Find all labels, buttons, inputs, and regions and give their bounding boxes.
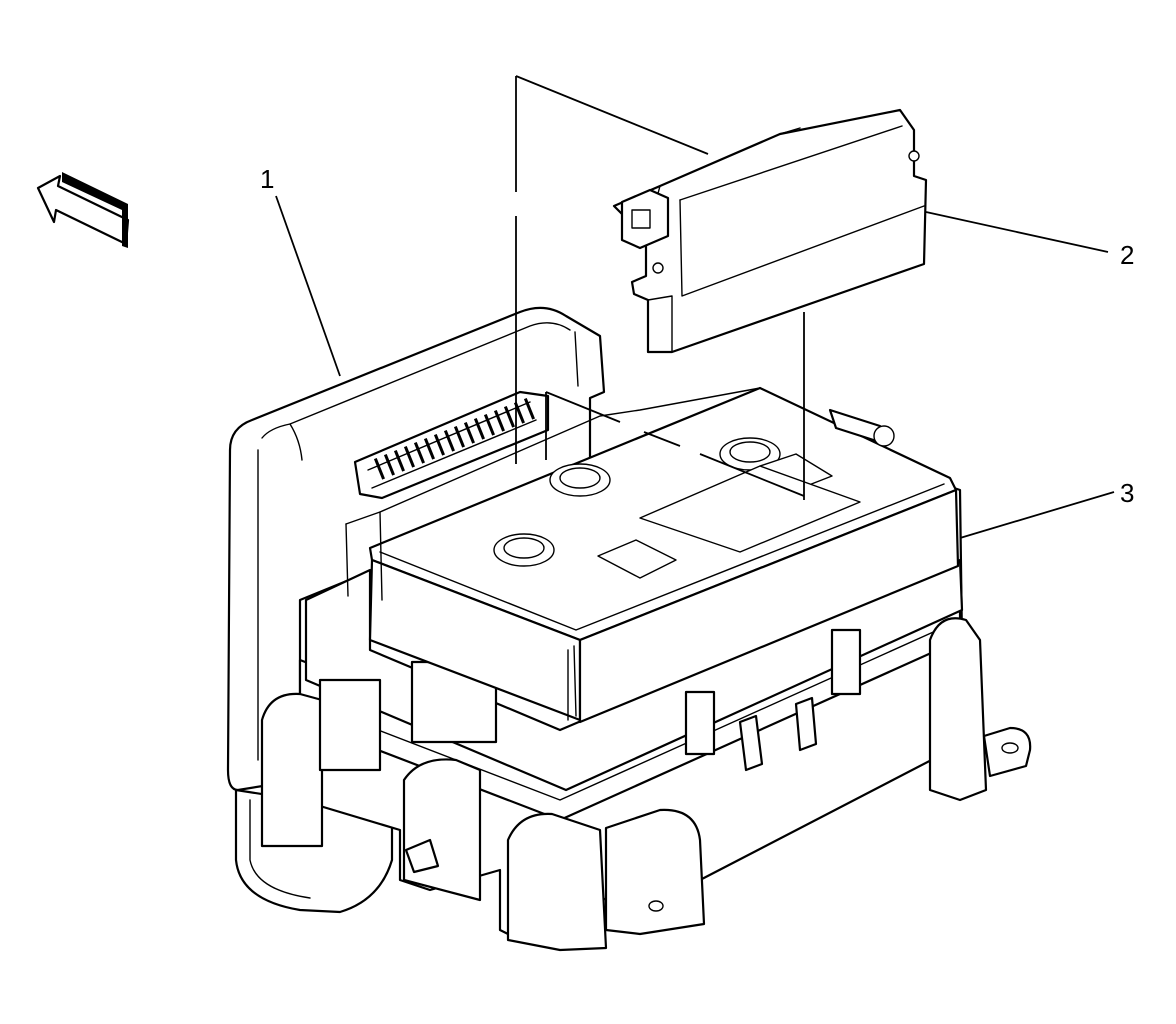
alignment-lines (515, 75, 805, 500)
component-2-module (612, 108, 928, 354)
component-1-connector (353, 390, 550, 500)
front-direction-arrow-icon (36, 172, 130, 248)
callout-2-label: 2 (1120, 240, 1134, 270)
callout-1-label: 1 (260, 164, 274, 194)
component-3-block (260, 386, 1032, 952)
callout-leaders (275, 195, 1115, 539)
callout-3-label: 3 (1120, 478, 1134, 508)
